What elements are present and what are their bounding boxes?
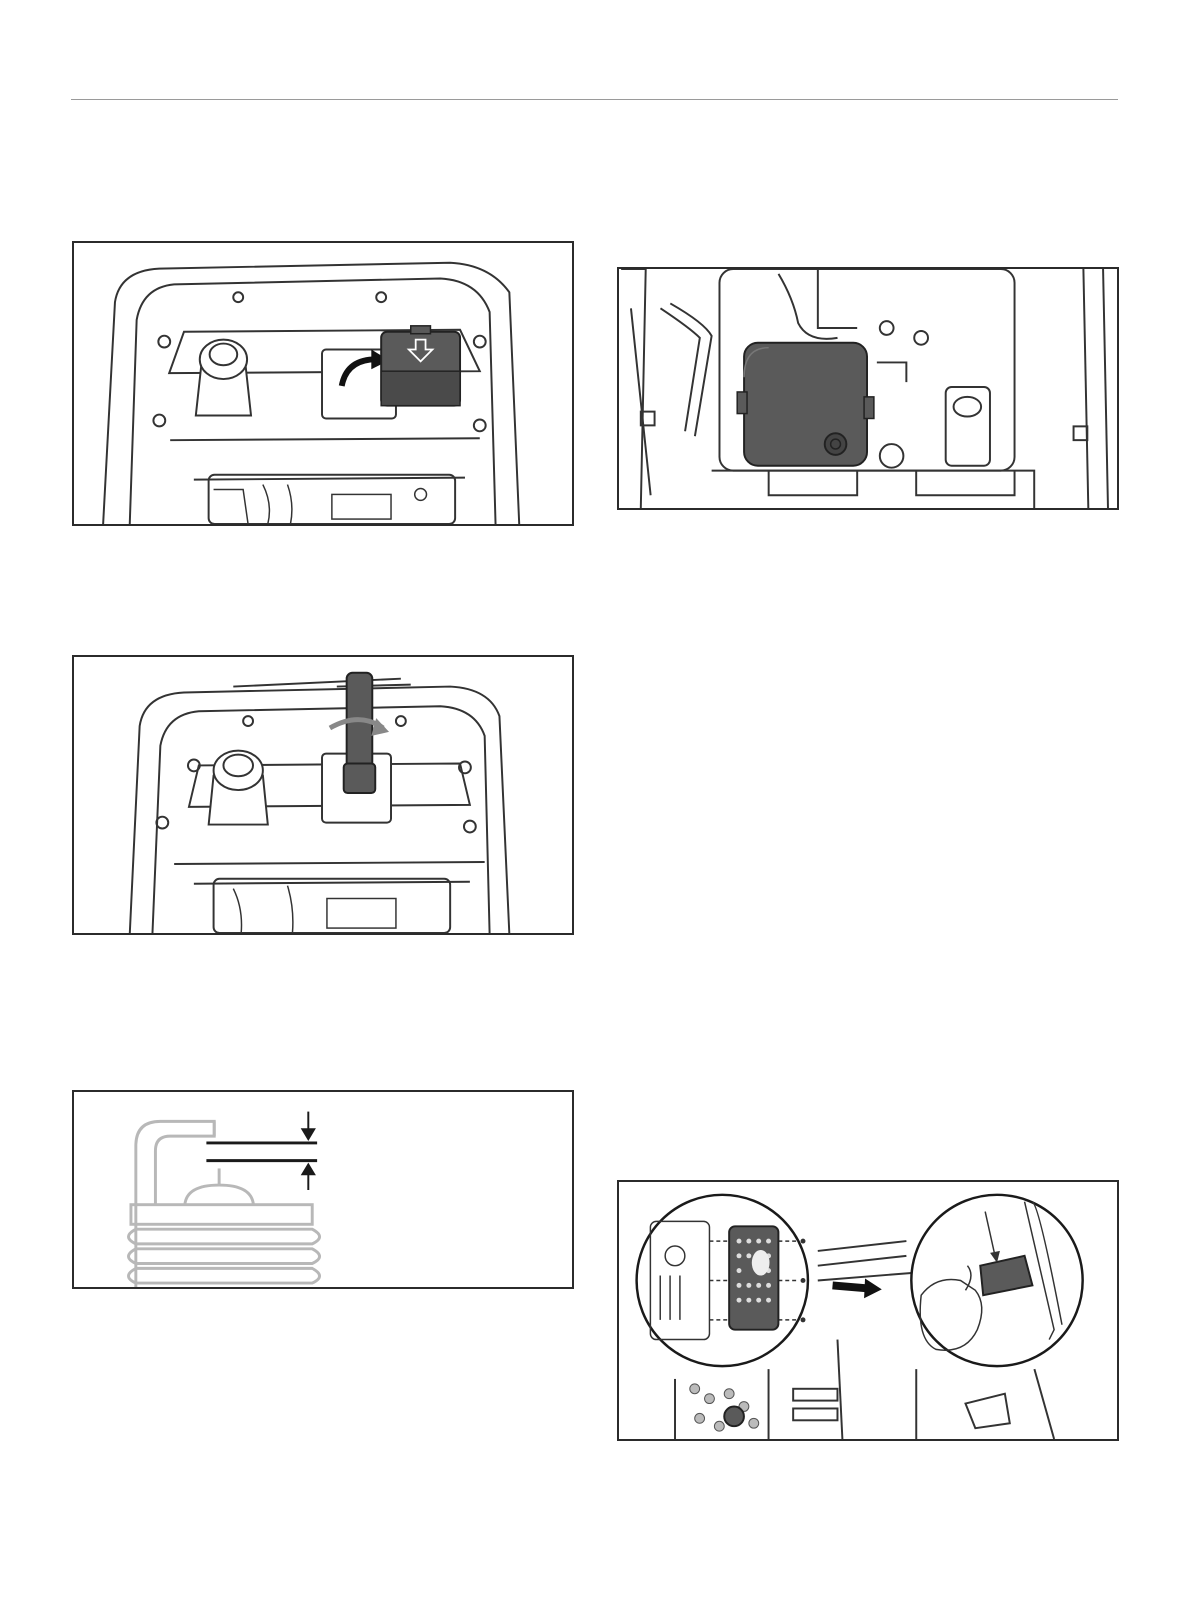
open-spark-plug-cover-illustration — [72, 241, 574, 526]
spark-plug-wrench-illustration — [72, 655, 574, 935]
generator-top-cover-open-icon — [74, 243, 572, 524]
spark-plug-gap-icon — [74, 1092, 572, 1287]
spark-arrestor-icon — [619, 1182, 1117, 1439]
air-filter-cover-icon — [619, 269, 1117, 508]
header-rule — [71, 99, 1118, 100]
spark-arrestor-removal-illustration — [617, 1180, 1119, 1441]
spark-plug-gap-diagram — [72, 1090, 574, 1289]
spark-plug-wrench-icon — [74, 657, 572, 933]
air-filter-cover-illustration — [617, 267, 1119, 510]
